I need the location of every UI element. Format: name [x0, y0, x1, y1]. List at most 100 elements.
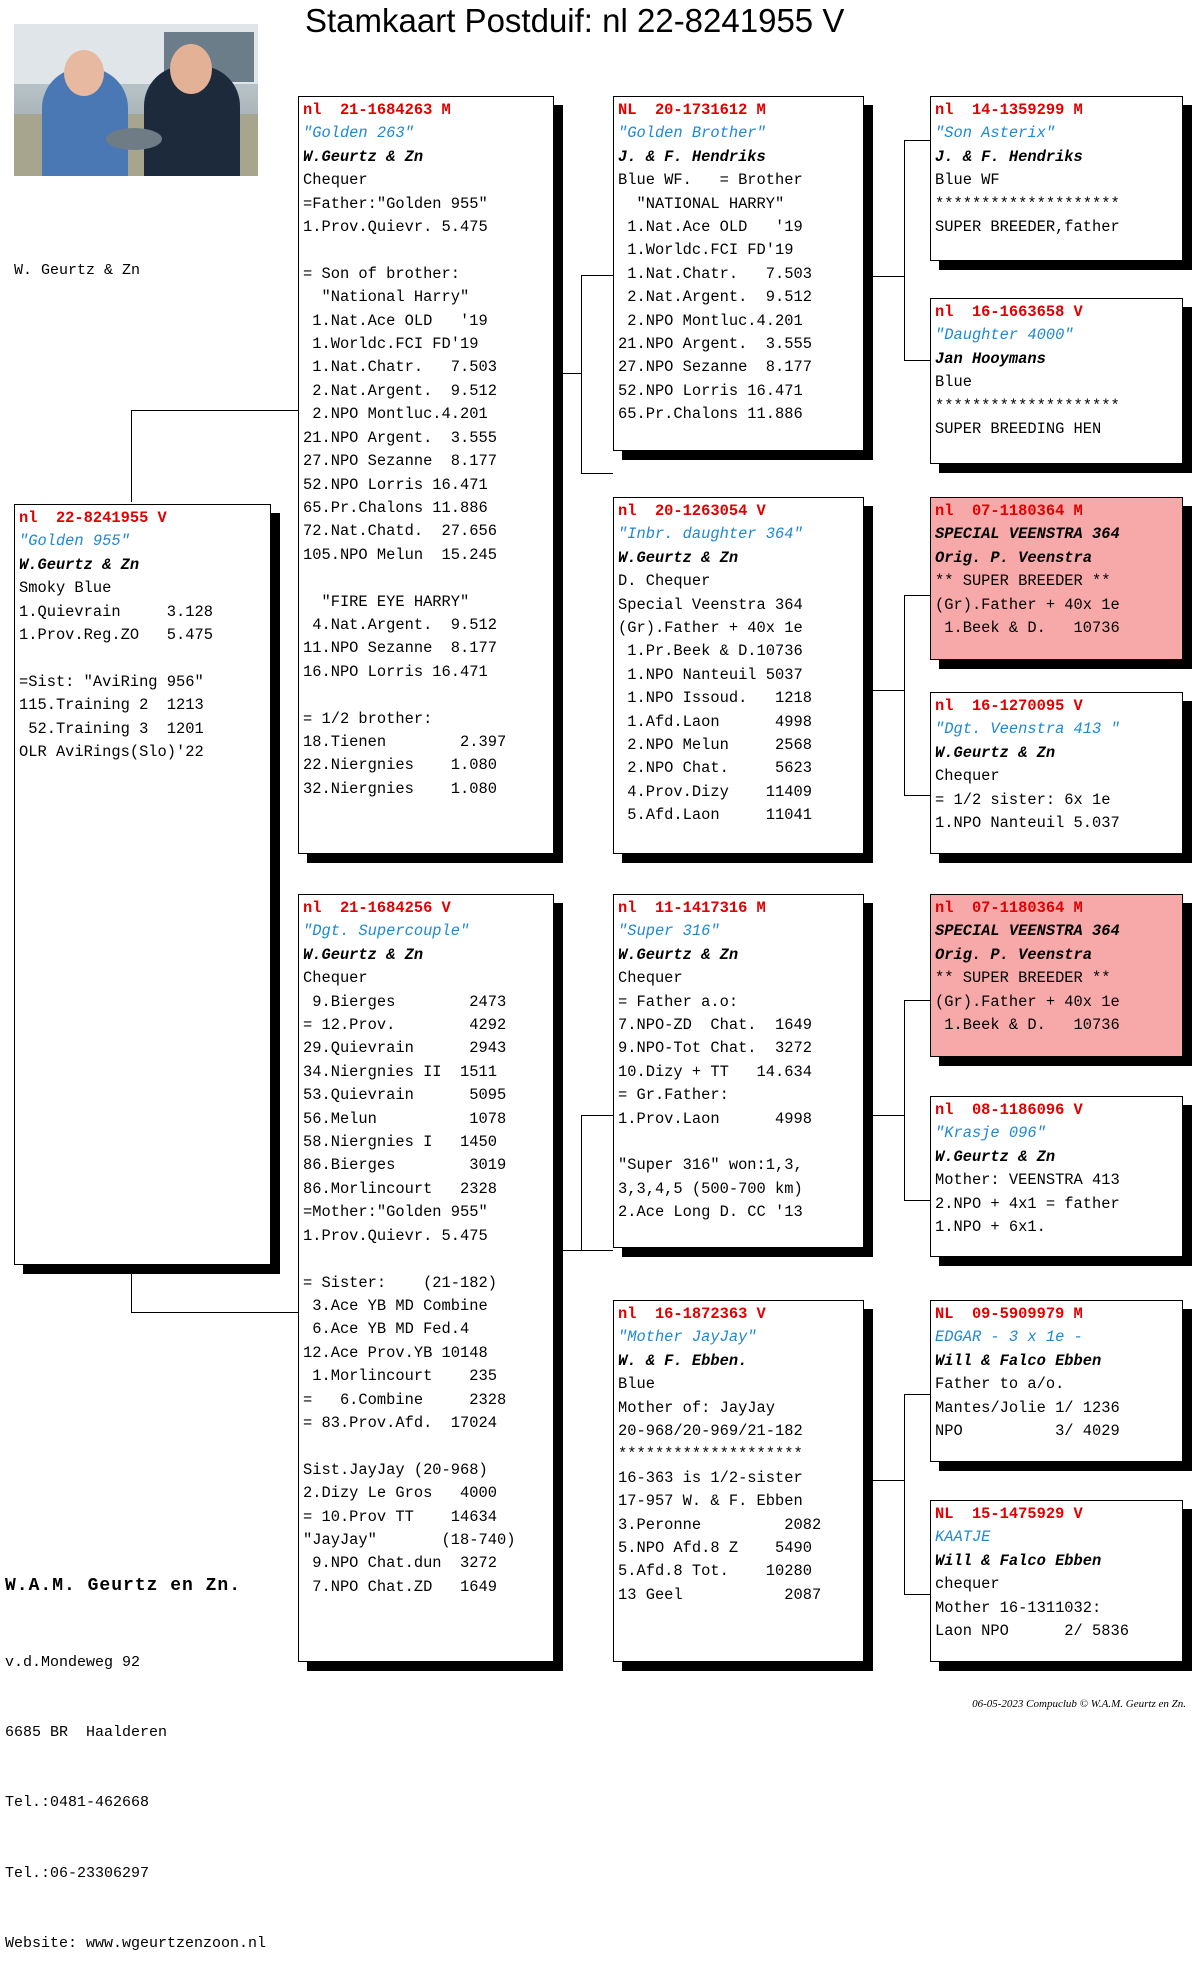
card-line: 16-363 is 1/2-sister: [618, 1468, 803, 1487]
card-line: "JayJay" (18-740): [303, 1530, 516, 1549]
ring-number: NL 15-1475929 V: [935, 1505, 1083, 1523]
special-origin: Orig. P. Veenstra: [935, 945, 1093, 964]
card-line: 1.Quievrain 3.128: [19, 602, 213, 621]
card-line: 2.Nat.Argent. 9.512: [618, 288, 812, 307]
card-line: 2.NPO Montluc.4.201: [618, 311, 803, 330]
card-line: D. Chequer: [618, 572, 711, 591]
card-line: 9.NPO-Tot Chat. 3272: [618, 1039, 812, 1058]
card-line: 105.NPO Melun 15.245: [303, 545, 497, 564]
owner-photo: [14, 24, 258, 176]
card-line: ** SUPER BREEDER **: [935, 572, 1111, 591]
card-line: [303, 239, 549, 262]
card-line: 5.Afd.8 Tot. 10280: [618, 1562, 812, 1581]
card-line: 58.Niergnies I 1450: [303, 1133, 497, 1152]
ring-number: NL 20-1731612 M: [618, 101, 766, 119]
card-line: 6.Ace YB MD Fed.4: [303, 1320, 470, 1339]
ring-number: nl 07-1180364 M: [935, 899, 1083, 917]
card-line: =Mother:"Golden 955": [303, 1203, 488, 1222]
card-line: Blue WF: [935, 171, 1000, 190]
breeder: W.Geurtz & Zn: [303, 147, 424, 166]
address-street: v.d.Mondeweg 92: [5, 1654, 141, 1672]
card-mmm: NL 15-1475929 V KAATJE Will & Falco Ebbe…: [930, 1500, 1183, 1662]
pigeon-name: "Golden 955": [19, 532, 130, 551]
card-line: [303, 684, 549, 707]
card-mother-mother: nl 16-1872363 V "Mother JayJay" W. & F. …: [613, 1300, 864, 1662]
card-line: Blue: [935, 373, 972, 392]
website-link[interactable]: Website: www.wgeurtzenzoon.nl: [5, 1934, 267, 1952]
card-ffm: nl 16-1663658 V "Daughter 4000" Jan Hooy…: [930, 298, 1183, 464]
breeder: J. & F. Hendriks: [935, 147, 1083, 166]
card-line: ********************: [935, 396, 1120, 415]
card-line: 7.NPO Chat.ZD 1649: [303, 1577, 497, 1596]
card-line: = 1/2 sister: 6x 1e: [935, 790, 1111, 809]
breeder: W.Geurtz & Zn: [618, 945, 739, 964]
ring-number: nl 20-1263054 V: [618, 502, 766, 520]
card-line: = Gr.Father:: [618, 1086, 729, 1105]
breeder: W.Geurtz & Zn: [303, 945, 424, 964]
pigeon-name: KAATJE: [935, 1528, 991, 1547]
pigeon-name: "Dgt. Veenstra 413 ": [935, 720, 1120, 739]
card-line: 9.Bierges 2473: [303, 992, 507, 1011]
card-mother-father: nl 11-1417316 M "Super 316" W.Geurtz & Z…: [613, 894, 864, 1248]
card-line: 1.Beek & D. 10736: [935, 619, 1120, 638]
breeder: W. & F. Ebben.: [618, 1351, 748, 1370]
card-line: 29.Quievrain 2943: [303, 1039, 507, 1058]
card-line: 2.Dizy Le Gros 4000: [303, 1484, 497, 1503]
pigeon-name: "Golden Brother": [618, 124, 766, 143]
card-father-father: NL 20-1731612 M "Golden Brother" J. & F.…: [613, 96, 864, 451]
card-mff: nl 07-1180364 M SPECIAL VEENSTRA 364 Ori…: [930, 894, 1183, 1057]
ring-number: nl 22-8241955 V: [19, 509, 167, 527]
card-line: 13 Geel 2087: [618, 1585, 822, 1604]
card-line: = 6.Combine 2328: [303, 1390, 507, 1409]
card-line: 1.Prov.Laon 4998: [618, 1109, 812, 1128]
card-line: 11.NPO Sezanne 8.177: [303, 639, 497, 658]
card-subject: nl 22-8241955 V "Golden 955" W.Geurtz & …: [14, 504, 271, 1265]
breeder: W.Geurtz & Zn: [935, 1147, 1056, 1166]
pigeon-name: "Daughter 4000": [935, 326, 1074, 345]
card-line: 20-968/20-969/21-182: [618, 1422, 803, 1441]
card-line: 16.NPO Lorris 16.471: [303, 662, 488, 681]
ring-number: nl 21-1684256 V: [303, 899, 451, 917]
card-line: 52.NPO Lorris 16.471: [618, 381, 803, 400]
card-line: 5.Afd.Laon 11041: [618, 806, 812, 825]
card-line: (Gr).Father + 40x 1e: [618, 619, 803, 638]
ring-number: nl 16-1663658 V: [935, 303, 1083, 321]
card-line: =Sist: "AviRing 956": [19, 672, 204, 691]
ring-number: nl 14-1359299 M: [935, 101, 1083, 119]
card-line: 53.Quievrain 5095: [303, 1086, 507, 1105]
card-line: Special Veenstra 364: [618, 595, 803, 614]
card-line: OLR AviRings(Slo)'22: [19, 743, 204, 762]
card-line: 2.NPO + 4x1 = father: [935, 1194, 1120, 1213]
owner-full-name: W.A.M. Geurtz en Zn.: [5, 1575, 242, 1596]
card-line: 65.Pr.Chalons 11.886: [303, 498, 488, 517]
ring-number: nl 21-1684263 M: [303, 101, 451, 119]
pigeon-name: "Super 316": [618, 922, 720, 941]
card-line: Father to a/o.: [935, 1375, 1065, 1394]
card-line: = 83.Prov.Afd. 17024: [303, 1413, 497, 1432]
card-line: 86.Bierges 3019: [303, 1156, 507, 1175]
card-father-mother: nl 20-1263054 V "Inbr. daughter 364" W.G…: [613, 497, 864, 854]
card-line: 52.NPO Lorris 16.471: [303, 475, 488, 494]
card-line: 17-957 W. & F. Ebben: [618, 1492, 803, 1511]
pigeon-name: "Krasje 096": [935, 1124, 1046, 1143]
card-line: 2.NPO Melun 2568: [618, 736, 812, 755]
card-line: 9.NPO Chat.dun 3272: [303, 1554, 497, 1573]
card-line: 1.NPO Nanteuil 5037: [618, 665, 803, 684]
card-line: 86.Morlincourt 2328: [303, 1179, 497, 1198]
card-line: =Father:"Golden 955": [303, 194, 488, 213]
card-mother: nl 21-1684256 V "Dgt. Supercouple" W.Geu…: [298, 894, 554, 1662]
card-line: 21.NPO Argent. 3.555: [303, 428, 497, 447]
ring-number: nl 07-1180364 M: [935, 502, 1083, 520]
card-line: 3.Peronne 2082: [618, 1515, 822, 1534]
card-line: 10.Dizy + TT 14.634: [618, 1062, 812, 1081]
card-line: 1.Prov.Quievr. 5.475: [303, 218, 488, 237]
card-line: "Super 316" won:1,3,: [618, 1156, 803, 1175]
breeder: Jan Hooymans: [935, 349, 1046, 368]
card-fmf: nl 07-1180364 M SPECIAL VEENSTRA 364 Ori…: [930, 497, 1183, 660]
card-line: Chequer: [935, 767, 1000, 786]
phone-2: Tel.:06-23306297: [5, 1864, 150, 1882]
card-line: 1.Morlincourt 235: [303, 1367, 497, 1386]
page-title: Stamkaart Postduif: nl 22-8241955 V: [305, 2, 845, 39]
card-line: = 12.Prov. 4292: [303, 1016, 507, 1035]
card-line: Blue WF. = Brother: [618, 171, 803, 190]
